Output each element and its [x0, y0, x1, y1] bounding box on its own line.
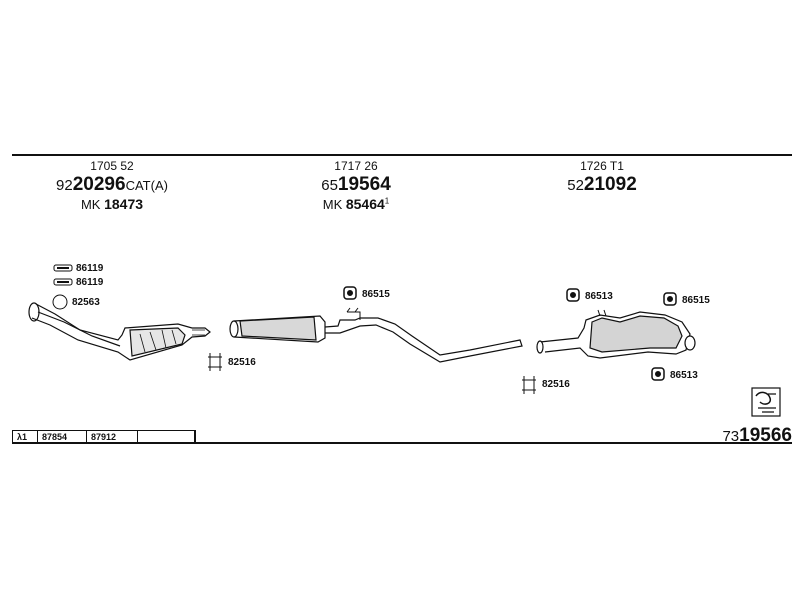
- part-label[interactable]: 86515: [682, 295, 710, 306]
- group-ref: 1717 26: [334, 159, 378, 173]
- part-label[interactable]: 82563: [72, 297, 100, 308]
- part-label[interactable]: 82516: [542, 379, 570, 390]
- middle-silencer-part[interactable]: [229, 307, 523, 363]
- part-label[interactable]: 86515: [362, 289, 390, 300]
- catalytic-converter-part[interactable]: [28, 302, 211, 361]
- group-middle-silencer: 1717 26 6519564 MK 854641: [286, 159, 426, 213]
- sensor-table: λ1 87854 87912: [12, 430, 196, 443]
- part-number[interactable]: 5221092: [567, 173, 637, 195]
- bottom-divider-line: [12, 442, 792, 444]
- table-cell: [138, 431, 195, 443]
- rubber-mount-icon[interactable]: [343, 286, 357, 300]
- bracket-icon[interactable]: [522, 376, 536, 394]
- mk-number: MK 854641: [322, 195, 390, 212]
- bracket-icon[interactable]: [208, 353, 222, 371]
- part-label[interactable]: 86119: [76, 277, 104, 288]
- part-label[interactable]: 86119: [76, 263, 104, 274]
- exhaust-logo-icon: [751, 387, 781, 417]
- group-catalytic-converter: 1705 52 9220296CAT(A) MK 18473: [42, 159, 182, 213]
- rubber-mount-icon[interactable]: [651, 367, 665, 381]
- top-divider-line: [12, 154, 792, 156]
- part-label[interactable]: 82516: [228, 357, 256, 368]
- rear-silencer-part[interactable]: [536, 309, 696, 359]
- group-ref: 1726 T1: [580, 159, 624, 173]
- clamp-icon[interactable]: [53, 264, 73, 272]
- part-number[interactable]: 6519564: [321, 173, 391, 195]
- rubber-mount-icon[interactable]: [663, 292, 677, 306]
- clamp-icon[interactable]: [53, 278, 73, 286]
- table-cell[interactable]: 87854: [38, 431, 87, 443]
- group-ref: 1705 52: [90, 159, 134, 173]
- table-cell[interactable]: 87912: [87, 431, 138, 443]
- mk-number: MK 18473: [80, 195, 144, 212]
- group-rear-silencer: 1726 T1 5221092: [532, 159, 672, 196]
- lambda-cell: λ1: [13, 431, 38, 443]
- rubber-mount-icon[interactable]: [566, 288, 580, 302]
- part-number[interactable]: 9220296CAT(A): [56, 173, 168, 195]
- diagram-number: 7319566: [722, 425, 792, 446]
- part-label[interactable]: 86513: [670, 370, 698, 381]
- part-label[interactable]: 86513: [585, 291, 613, 302]
- ring-gasket-icon[interactable]: [52, 294, 68, 310]
